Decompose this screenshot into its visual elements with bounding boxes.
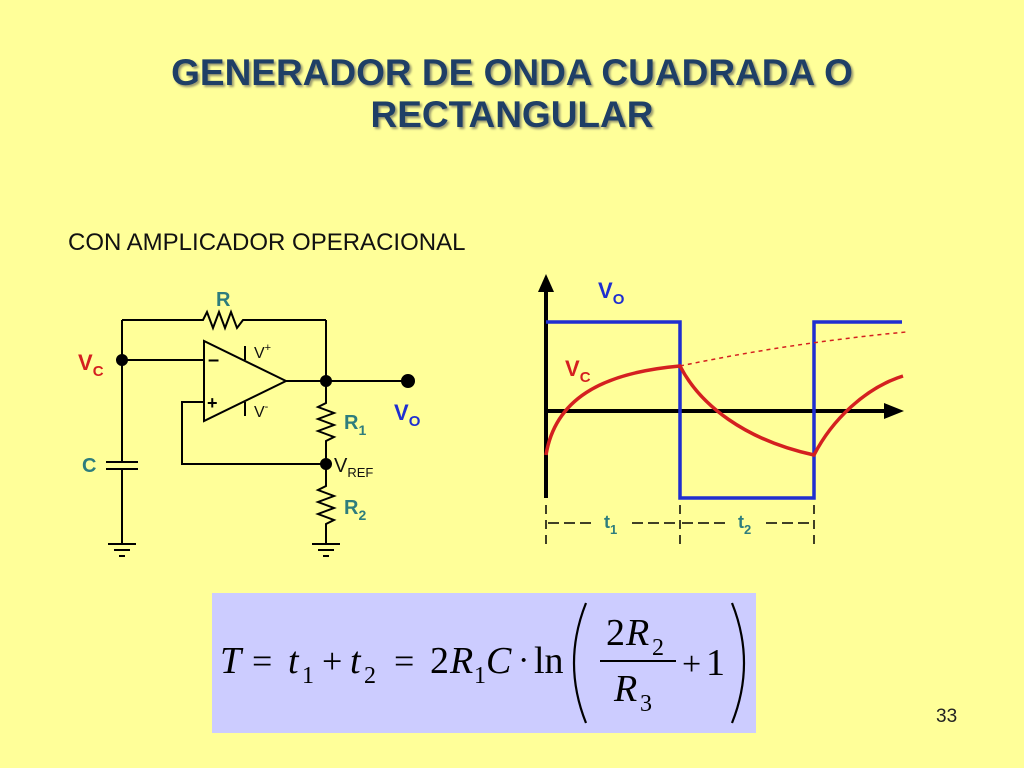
supply-plus-label: V+ xyxy=(254,342,271,362)
formula-t1-sub: 1 xyxy=(302,663,314,689)
label-vo-wave: VO xyxy=(598,278,625,308)
waveform xyxy=(538,274,907,547)
title-line-1: GENERADOR DE ONDA CUADRADA O xyxy=(171,52,853,93)
y-axis-arrow xyxy=(538,274,554,292)
resistor-r1 xyxy=(315,381,337,464)
formula-t2-sub: 2 xyxy=(364,663,376,689)
formula-t2: t xyxy=(350,640,362,682)
formula-R-sub: 1 xyxy=(474,663,486,689)
resistor-r2 xyxy=(315,464,337,544)
formula-ln: ln xyxy=(534,640,564,682)
node-vc xyxy=(116,354,128,366)
formula-eq2: = xyxy=(394,641,414,681)
vo-square-wave xyxy=(546,320,902,500)
formula-box: T = t 1 + t 2 = 2 R 1 C · ln 2 R 2 R 3 +… xyxy=(212,593,756,733)
formula-R: R xyxy=(449,640,473,682)
vc-curve xyxy=(544,364,904,457)
label-r2: R2 xyxy=(344,497,366,523)
label-r1: R1 xyxy=(344,412,366,438)
output-terminal xyxy=(401,374,415,388)
node-vref xyxy=(320,458,332,470)
formula-num-sub: 2 xyxy=(652,635,664,661)
noninverting-feedback-wire xyxy=(181,401,326,465)
formula-num-R: R xyxy=(625,612,649,654)
formula-C: C xyxy=(486,640,512,682)
node-output xyxy=(320,375,332,387)
page-number: 33 xyxy=(936,706,958,727)
label-vc-wave: VC xyxy=(565,356,591,386)
label-vref: VREF xyxy=(334,455,373,480)
label-r: R xyxy=(216,289,231,311)
formula-right-paren xyxy=(730,602,746,724)
feedback-wire-top xyxy=(122,309,326,331)
formula-coef: 2 xyxy=(430,640,449,682)
formula-eq1: = xyxy=(252,641,272,681)
period-formula: T = t 1 + t 2 = 2 R 1 C · ln 2 R 2 R 3 +… xyxy=(220,602,746,724)
label-vo-circuit: VO xyxy=(394,400,421,430)
formula-dot: · xyxy=(518,642,529,679)
circuit xyxy=(106,309,415,557)
formula-t1: t xyxy=(288,640,300,682)
op-amp-minus-sign: – xyxy=(208,349,219,371)
formula-const: 1 xyxy=(706,642,725,684)
formula-left-paren xyxy=(572,602,588,724)
formula-T: T xyxy=(220,640,244,682)
formula-num-coef: 2 xyxy=(606,612,625,654)
slide-title: GENERADOR DE ONDA CUADRADA O RECTANGULAR xyxy=(62,52,962,136)
formula-den-R: R xyxy=(613,668,637,710)
op-amp xyxy=(203,339,289,423)
formula-den-sub: 3 xyxy=(640,691,652,717)
title-line-2: RECTANGULAR xyxy=(370,94,654,135)
label-c: C xyxy=(82,455,96,477)
formula-plus1: + xyxy=(322,641,342,681)
vc-charging-asymptote xyxy=(679,331,907,367)
supply-minus-label: V- xyxy=(254,401,269,421)
op-amp-plus-sign: + xyxy=(207,393,218,413)
label-t2: t2 xyxy=(738,512,751,537)
formula-plus2: + xyxy=(682,646,701,683)
label-vc: VC xyxy=(78,350,104,380)
label-t1: t1 xyxy=(604,512,617,537)
subtitle: CON AMPLICADOR OPERACIONAL xyxy=(68,229,466,256)
x-axis-arrow xyxy=(884,403,904,419)
